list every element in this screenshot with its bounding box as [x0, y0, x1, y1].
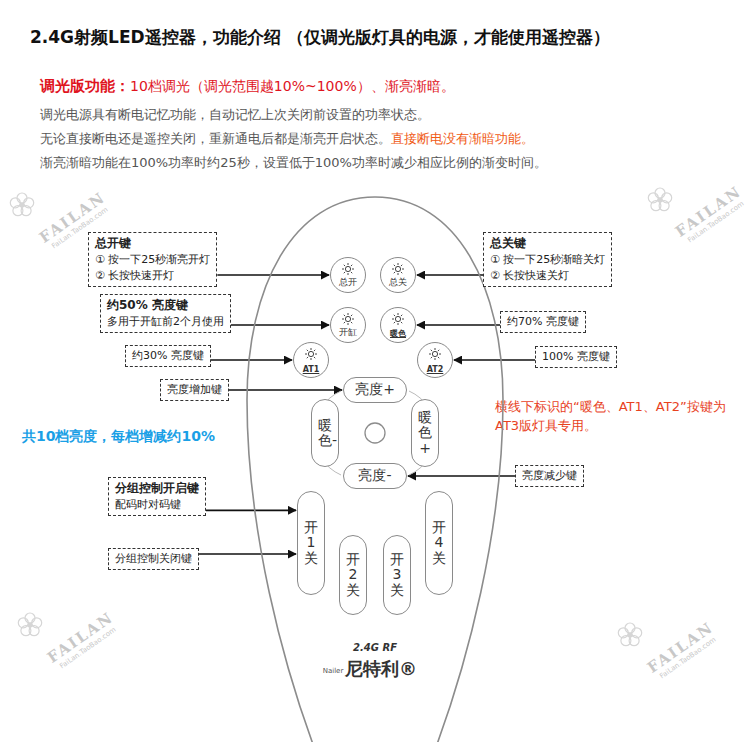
sun-icon — [305, 348, 317, 360]
callout-heading: 100% 亮度键 — [542, 349, 610, 365]
sun-icon — [392, 313, 404, 325]
watermark: FAILANFaiLan.TaoBao.com — [644, 618, 721, 683]
brand-text: 2.4G RF — [353, 642, 397, 653]
note-text: 渐亮渐暗功能在100%功率时约25秒，设置低于100%功率时减少相应比例的渐变时… — [40, 155, 547, 170]
button-label: 开缸 — [339, 326, 357, 339]
callout-box: 约30% 亮度键 — [125, 345, 211, 367]
note-text: 直接断电没有渐暗功能。 — [391, 131, 534, 146]
watermark: FAILANFaiLan.TaoBao.com — [44, 608, 121, 673]
callout-text: ② 长按快速关灯 — [490, 268, 605, 284]
round-button: AT1 — [293, 342, 329, 378]
center-button — [365, 423, 385, 443]
key-button: 开4关 — [425, 491, 453, 595]
button-label: 开3关 — [390, 552, 404, 598]
note-text: 横线下标识的“暖色、AT1、AT2”按键为AT3版灯具专用。 — [495, 398, 735, 436]
brand-text: 尼特利® — [345, 657, 417, 681]
callout-text: ① 按一下25秒渐亮开灯 — [95, 252, 210, 268]
text-row: 渐亮渐暗功能在100%功率时约25秒，设置低于100%功率时减少相应比例的渐变时… — [40, 152, 547, 172]
callout-arrow — [206, 510, 296, 512]
callout-heading: 约70% 亮度键 — [507, 314, 579, 330]
button-label: AT2 — [427, 365, 444, 374]
callout-heading: 约30% 亮度键 — [132, 348, 204, 364]
callout-text: ① 按一下25秒渐暗关灯 — [490, 252, 605, 268]
watermark-flower — [18, 613, 41, 636]
callout-arrow — [229, 389, 342, 391]
sun-icon — [342, 313, 354, 325]
sun-icon — [342, 263, 354, 275]
text-row: 调光电源具有断电记忆功能，自动记忆上次关闭前设置的功率状态。 — [40, 104, 430, 124]
round-button: 暖色 — [380, 307, 416, 343]
callout-arrow — [211, 359, 292, 361]
key-button: 开3关 — [383, 535, 411, 615]
button-label: 暖色 — [390, 328, 406, 339]
sun-icon — [392, 263, 404, 275]
callout-box: 分组控制开启键配码时对码键 — [108, 477, 206, 516]
callout-heading: 总开键 — [95, 235, 210, 252]
callout-heading: 总关键 — [490, 235, 605, 252]
watermark: FAILANFaiLan.TaoBao.com — [672, 182, 749, 247]
callout-text: 多用于开缸前2个月使用 — [107, 314, 224, 330]
round-button: 开缸 — [330, 307, 366, 343]
callout-arrow — [417, 324, 500, 326]
button-label: 开1关 — [304, 520, 318, 566]
key-button: 亮度+ — [343, 377, 407, 403]
callout-heading: 分组控制关闭键 — [115, 551, 192, 567]
button-label: AT1 — [303, 365, 320, 374]
note-text: 调光版功能： — [40, 77, 130, 95]
key-button: 亮度- — [343, 463, 407, 489]
brand-text: Nailer — [323, 667, 344, 675]
sun-icon — [429, 348, 441, 360]
button-label: 暖色- — [318, 418, 332, 449]
callout-heading: 分组控制开启键 — [115, 480, 199, 497]
note-text: 调光电源具有断电记忆功能，自动记忆上次关闭前设置的功率状态。 — [40, 107, 430, 122]
button-label: 开4关 — [432, 520, 446, 566]
callout-arrow — [217, 274, 329, 276]
key-button: 暖色- — [311, 399, 339, 467]
round-button: 总开 — [330, 257, 366, 293]
callout-box: 总关键① 按一下25秒渐暗关灯② 长按快速关灯 — [483, 232, 612, 287]
watermark-flower — [10, 193, 33, 216]
round-button: 总关 — [380, 257, 416, 293]
callout-text: ② 长按快速开灯 — [95, 268, 210, 284]
callout-arrow — [231, 324, 329, 326]
text-row: 调光版功能：10档调光（调光范围越10%~100%）、渐亮渐暗。 — [40, 76, 455, 96]
watermark-flower — [648, 188, 671, 211]
callout-heading: 约50% 亮度键 — [107, 297, 224, 314]
callout-arrow — [199, 553, 296, 555]
callout-box: 约50% 亮度键多用于开缸前2个月使用 — [100, 294, 231, 333]
note-text: 无论直接断电还是遥控关闭，重新通电后都是渐亮开启状态。 — [40, 131, 391, 146]
callout-box: 总开键① 按一下25秒渐亮开灯② 长按快速开灯 — [88, 232, 217, 287]
callout-arrow — [417, 274, 483, 276]
remote-body: 2.4G RF 尼特利®Nailer 总开 总关开缸 暖色 AT1 AT2 亮度+ 暖色- 暖色+… — [245, 195, 505, 742]
button-label: 总关 — [389, 276, 407, 289]
text-row: 无论直接断电还是遥控关闭，重新通电后都是渐亮开启状态。直接断电没有渐暗功能。 — [40, 128, 534, 148]
callout-box: 100% 亮度键 — [535, 346, 617, 368]
note-text: 共10档亮度，每档增减约10% — [22, 428, 215, 446]
button-label: 亮度+ — [355, 381, 395, 399]
round-button: AT2 — [417, 342, 453, 378]
callout-box: 亮度减少键 — [515, 465, 584, 487]
key-button: 开1关 — [297, 491, 325, 595]
watermark-flower — [618, 623, 641, 646]
button-label: 开2关 — [346, 552, 360, 598]
callout-arrow — [454, 359, 535, 361]
remote-shell — [247, 197, 503, 742]
callout-box: 分组控制关闭键 — [108, 548, 199, 570]
key-button: 开2关 — [339, 535, 367, 615]
callout-heading: 亮度减少键 — [522, 468, 577, 484]
button-label: 亮度- — [358, 467, 391, 485]
text-row: 2.4G射频LED遥控器，功能介绍 （仅调光版灯具的电源，才能使用遥控器） — [30, 26, 610, 49]
button-label: 暖色+ — [418, 410, 432, 456]
page-title: 2.4G射频LED遥控器，功能介绍 （仅调光版灯具的电源，才能使用遥控器） — [30, 27, 610, 47]
note-text: 10档调光（调光范围越10%~100%）、渐亮渐暗。 — [130, 78, 455, 94]
callout-text: 配码时对码键 — [115, 497, 199, 513]
button-label: 总开 — [339, 276, 357, 289]
callout-box: 亮度增加键 — [160, 379, 229, 401]
key-button: 暖色+ — [411, 399, 439, 467]
callout-box: 约70% 亮度键 — [500, 311, 586, 333]
callout-heading: 亮度增加键 — [167, 382, 222, 398]
